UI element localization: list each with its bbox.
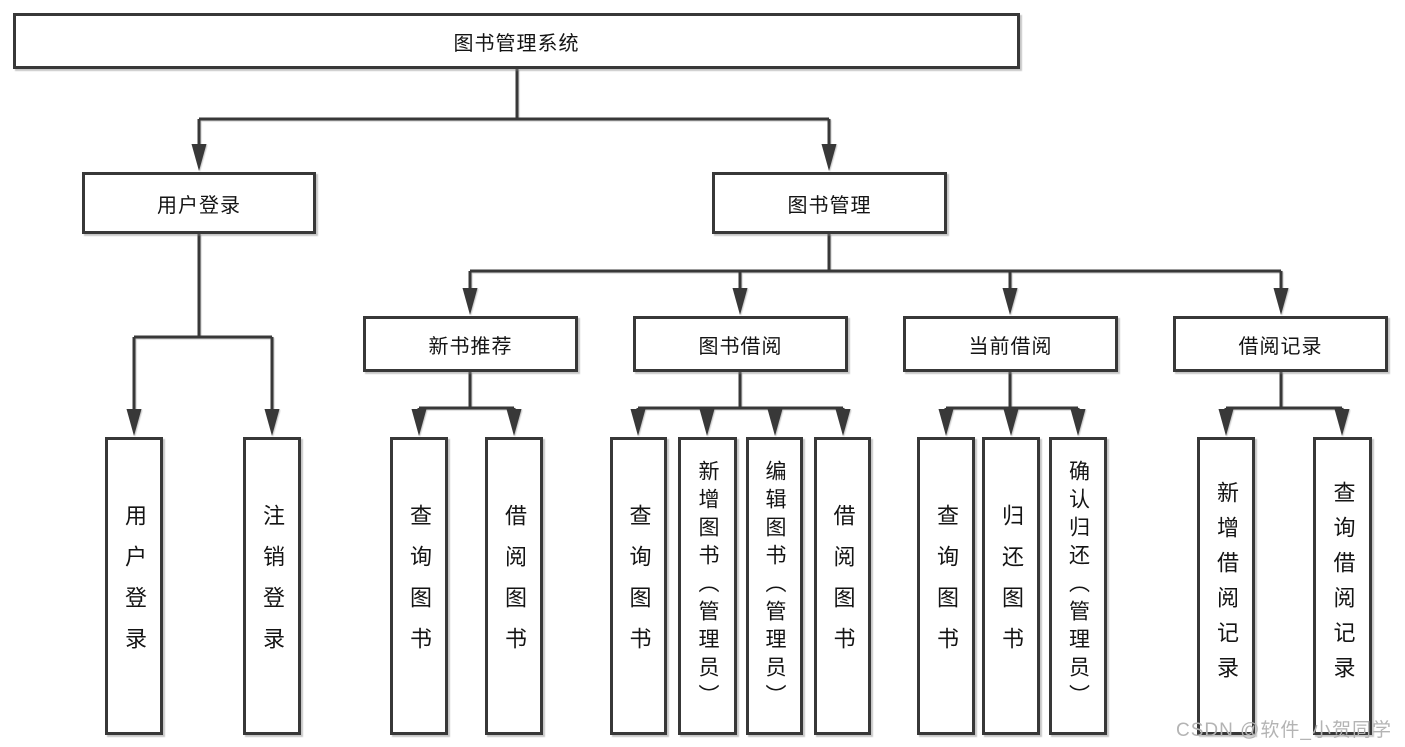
leaf-recommend-query-books: 查询图书 [390,437,448,735]
arrowhead-icon [1070,409,1086,436]
arrowhead-icon [699,409,715,436]
arrowhead-icon [1273,288,1289,315]
leaf-user-login: 用户登录 [105,437,163,735]
node-label: 图书借阅 [698,335,783,358]
node-label: 用户登录 [122,504,147,668]
leaf-current-confirm-return-admin: 确认归还（管理员） [1049,437,1107,735]
node-label: 借阅图书 [830,504,856,668]
node-current-borrowing: 当前借阅 [903,316,1118,372]
node-new-book-recommend: 新书推荐 [363,316,578,372]
arrowhead-icon [1218,409,1234,436]
node-label: 确认归还（管理员） [1066,460,1090,712]
leaf-borrowing-edit-books-admin: 编辑图书（管理员） [746,437,803,735]
node-label: 新增图书（管理员） [696,460,719,712]
node-label: 查询图书 [407,504,432,668]
node-label: 查询借阅记录 [1330,481,1356,691]
leaf-recommend-borrow-books: 借阅图书 [485,437,543,735]
arrowhead-icon [938,409,954,436]
arrowhead-icon [1003,409,1019,436]
node-book-management: 图书管理 [712,172,947,234]
leaf-borrowing-borrow-books: 借阅图书 [814,437,871,735]
node-label: 新书推荐 [428,335,513,358]
arrowhead-icon [1334,409,1350,436]
arrowhead-icon [191,144,207,171]
node-label: 图书管理 [787,194,872,217]
leaf-borrowing-add-books-admin: 新增图书（管理员） [678,437,737,735]
arrowhead-icon [732,288,748,315]
node-label: 用户登录 [157,194,241,217]
node-label: 借阅记录 [1238,335,1323,358]
node-label: 归还图书 [999,504,1024,668]
arrowhead-icon [264,409,280,436]
connector-lines [132,69,1344,430]
arrowhead-icon [462,288,478,315]
node-label: 新增借阅记录 [1214,481,1239,691]
node-label: 编辑图书（管理员） [763,460,786,712]
node-borrow-records: 借阅记录 [1173,316,1388,372]
node-label: 借阅图书 [502,504,527,668]
leaf-borrowing-query-books: 查询图书 [610,437,667,735]
leaf-records-add-record: 新增借阅记录 [1197,437,1255,735]
node-label: 查询图书 [934,504,959,668]
node-label: 当前借阅 [968,335,1053,358]
leaf-records-query-record: 查询借阅记录 [1313,437,1372,735]
arrowhead-icon [411,409,427,436]
node-label: 图书管理系统 [453,32,580,55]
arrowhead-icon [506,409,522,436]
node-user-login: 用户登录 [82,172,316,234]
leaf-current-query-books: 查询图书 [917,437,975,735]
arrowhead-icon [767,409,783,436]
arrowhead-icon [835,409,851,436]
node-library-management-system: 图书管理系统 [13,13,1020,69]
leaf-logout: 注销登录 [243,437,301,735]
leaf-current-return-books: 归还图书 [982,437,1040,735]
node-label: 查询图书 [626,504,652,668]
arrowhead-icon [630,409,646,436]
watermark: CSDN @软件_小贺同学 [1176,720,1392,741]
arrowhead-icon [1002,288,1018,315]
arrowhead-icon [126,409,142,436]
node-label: 注销登录 [260,504,285,668]
node-book-borrowing: 图书借阅 [633,316,848,372]
arrowhead-icon [821,144,837,171]
